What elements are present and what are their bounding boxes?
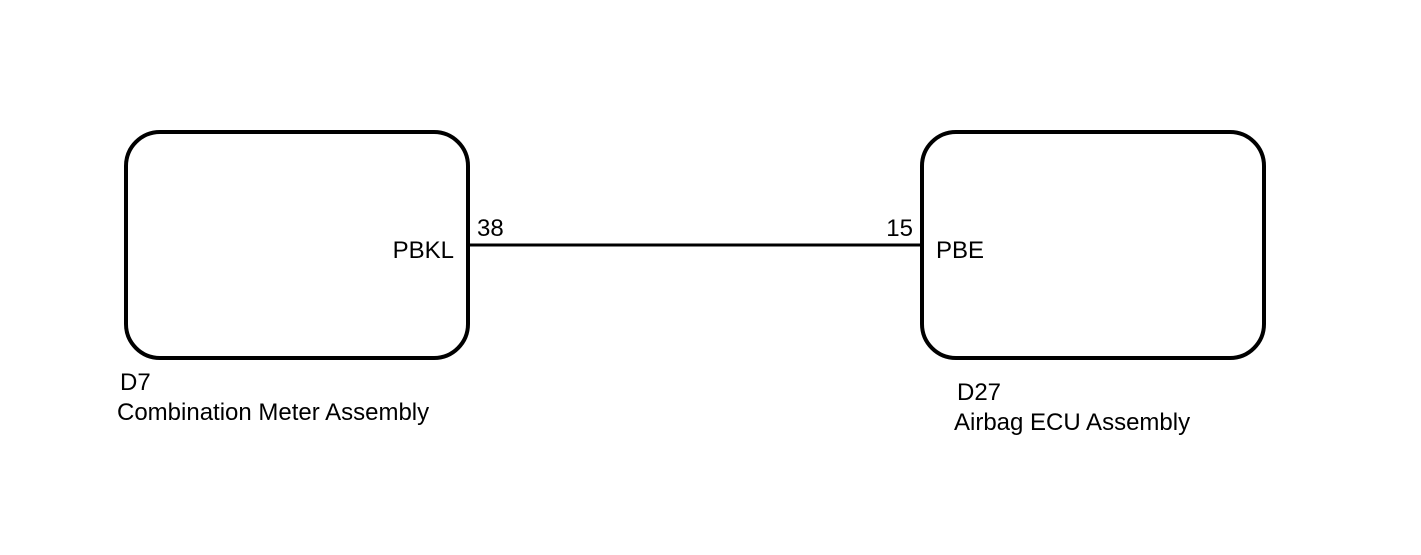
combination-meter-connector-code: D7 xyxy=(120,369,151,396)
airbag-ecu-name: Airbag ECU Assembly xyxy=(954,409,1190,436)
airbag-ecu-connector-code: D27 xyxy=(957,379,1001,406)
component-airbag-ecu: PBE 15 D27 Airbag ECU Assembly xyxy=(886,130,1266,436)
combination-meter-name: Combination Meter Assembly xyxy=(117,399,429,426)
combination-meter-pin-number: 38 xyxy=(477,215,504,242)
airbag-ecu-terminal-label: PBE xyxy=(936,237,984,264)
airbag-ecu-pin-number: 15 xyxy=(886,215,913,242)
component-combination-meter: PBKL 38 D7 Combination Meter Assembly xyxy=(117,130,504,426)
combination-meter-terminal-label: PBKL xyxy=(393,237,454,264)
airbag-ecu-box xyxy=(920,130,1266,360)
